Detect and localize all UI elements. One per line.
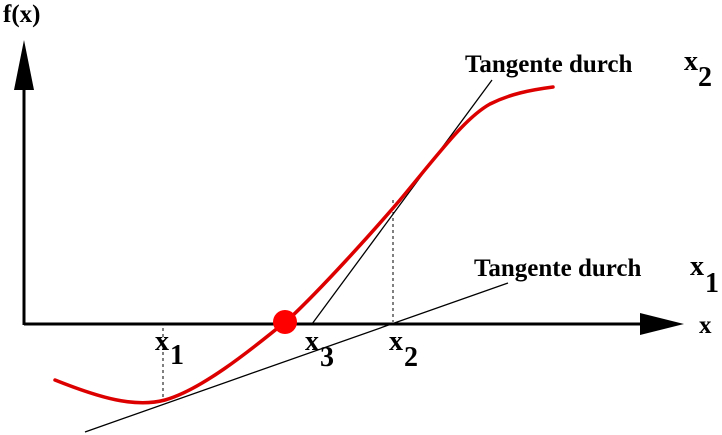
x3-label-var: x: [305, 326, 319, 357]
x3-label-sub: 3: [320, 342, 334, 373]
root-point: [273, 310, 297, 334]
tangent-x1-sub: 1: [705, 268, 719, 299]
x1-label-var: x: [155, 326, 169, 357]
x1-label-sub: 1: [170, 340, 184, 371]
x2-label-sub: 2: [404, 342, 418, 373]
y-axis-label: f(x): [3, 1, 40, 28]
tangent-x2-sub: 2: [698, 62, 712, 93]
tangent-x2-var: x: [684, 46, 698, 77]
x2-label-var: x: [389, 326, 403, 357]
tangent-x1-text: Tangente durch: [474, 255, 642, 282]
x-axis-label: x: [699, 312, 712, 339]
tangent-x2-text: Tangente durch: [465, 51, 633, 78]
tangent-x1-var: x: [690, 251, 704, 282]
y-axis-arrowhead: [14, 40, 34, 90]
tangent-line-x1: [84, 282, 509, 433]
tangent-x1-label: Tangente durch: [474, 255, 642, 282]
tangent-line-x2: [311, 79, 493, 325]
x-axis-arrowhead: [640, 313, 684, 335]
function-curve: [53, 85, 555, 405]
tangent-x2-label: Tangente durch: [465, 51, 633, 78]
